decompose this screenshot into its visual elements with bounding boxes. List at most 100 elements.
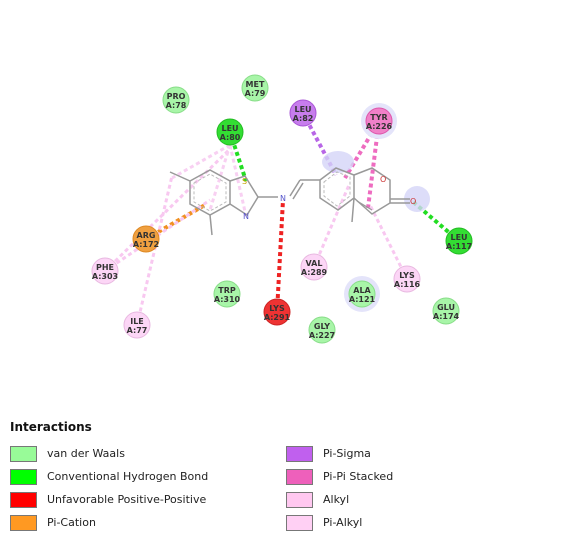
- imine-bond-2: [289, 179, 301, 197]
- sulfur-atom-label: S: [242, 177, 247, 186]
- methyl-bond-top: [169, 171, 191, 182]
- residue-number-met79: A:79: [245, 89, 266, 98]
- legend-item-pipi: Pi-Pi Stacked: [286, 465, 393, 488]
- residue-circle-met79: [241, 74, 269, 102]
- alkyl-interaction-line-3: [228, 144, 248, 217]
- legend-swatch-pialkyl: [286, 514, 313, 531]
- legend-item-pication: Pi-Cation: [10, 511, 208, 534]
- residue-number-ala121: A:121: [349, 295, 376, 304]
- oxygen-atom-label-1: O: [380, 175, 386, 184]
- nitrogen-atom-label-2: N: [280, 194, 286, 203]
- residue-number-leu80: A:80: [220, 133, 241, 142]
- legend-column-right: Pi-Sigma Pi-Pi Stacked Alkyl Pi-Alkyl: [286, 442, 393, 534]
- imine-bond-3: [292, 182, 304, 200]
- residue-name-phe303: PHE: [96, 263, 114, 272]
- legend-label-pipi: Pi-Pi Stacked: [323, 470, 394, 483]
- legend-item-pisigma: Pi-Sigma: [286, 442, 393, 465]
- interaction-lines: [103, 112, 461, 326]
- methyl-bond-right: [351, 197, 355, 223]
- residue-name-leu117: LEU: [450, 233, 467, 242]
- alkyl-interaction-line-2: [208, 144, 232, 211]
- residue-circle-lys291: [263, 298, 291, 326]
- legend-swatch-pisigma: [286, 445, 313, 462]
- legend-label-unfav: Unfavorable Positive-Positive: [47, 493, 207, 506]
- methyl-bond-bottom: [209, 214, 213, 236]
- residue-name-gly227: GLY: [314, 322, 330, 331]
- residue-name-ile77: ILE: [130, 317, 144, 326]
- residue-circle-tyr226: [365, 107, 393, 135]
- residue-number-phe303: A:303: [92, 272, 118, 281]
- residue-number-glu174: A:174: [433, 312, 460, 321]
- residue-name-leu80: LEU: [221, 124, 238, 133]
- residue-number-ile77: A:77: [127, 326, 148, 335]
- residue-circle-leu80: [216, 118, 244, 146]
- residue-number-lys291: A:291: [264, 313, 291, 322]
- residue-number-leu117: A:117: [446, 242, 472, 251]
- oxygen-atom-label-2: O: [410, 197, 416, 206]
- benzene-ring-right-inner: [323, 171, 351, 207]
- legend-label-hbond: Conventional Hydrogen Bond: [47, 470, 209, 483]
- phe303-interaction-line-2: [103, 146, 233, 273]
- pyranone-ring: [353, 167, 391, 215]
- residue-number-gly227: A:227: [309, 331, 335, 340]
- residue-name-pro78: PRO: [167, 92, 186, 101]
- legend-item-alkyl: Alkyl: [286, 488, 393, 511]
- residue-name-val289: VAL: [306, 259, 323, 268]
- residue-number-pro78: A:78: [166, 101, 187, 110]
- residue-circle-leu82: [289, 99, 317, 127]
- residue-circle-ile77: [123, 311, 151, 339]
- residue-circle-glu174: [432, 297, 460, 325]
- residue-number-leu82: A:82: [293, 114, 314, 123]
- legend-swatch-unfav: [10, 491, 37, 508]
- residue-circle-val289: [300, 253, 328, 281]
- ligand-molecule: S N N O O: [169, 151, 430, 236]
- residue-circle-trp310: [213, 280, 241, 308]
- legend-title: Interactions: [10, 420, 92, 434]
- val289-interaction-line: [312, 184, 351, 268]
- residue-name-tyr226: TYR: [370, 113, 387, 122]
- pi-cloud-1: [322, 151, 354, 173]
- lys291-interaction-line: [275, 199, 285, 313]
- legend-label-pication: Pi-Cation: [47, 516, 96, 529]
- nitrogen-atom-label-1: N: [243, 212, 249, 221]
- residue-number-trp310: A:310: [214, 295, 241, 304]
- residue-name-ala121: ALA: [353, 286, 371, 295]
- legend-label-pisigma: Pi-Sigma: [323, 447, 371, 460]
- residue-name-leu82: LEU: [294, 105, 311, 114]
- residue-circle-pro78: [162, 86, 190, 114]
- legend-label-vdw: van der Waals: [47, 447, 125, 460]
- residue-number-lys116: A:116: [394, 280, 421, 289]
- legend-label-pialkyl: Pi-Alkyl: [323, 516, 363, 529]
- residue-circle-gly227: [308, 316, 336, 344]
- legend-item-pialkyl: Pi-Alkyl: [286, 511, 393, 534]
- residue-name-lys291: LYS: [269, 304, 285, 313]
- legend-column-left: van der Waals Conventional Hydrogen Bond…: [10, 442, 208, 534]
- legend-label-alkyl: Alkyl: [323, 493, 350, 506]
- benzene-ring-left-inner: [193, 173, 227, 212]
- pyranone-double-bond: [356, 200, 373, 211]
- ile77-interaction-line: [135, 175, 174, 326]
- legend-swatch-alkyl: [286, 491, 313, 508]
- residue-name-met79: MET: [246, 80, 265, 89]
- residue-circle-leu117: [445, 227, 473, 255]
- legend-item-vdw: van der Waals: [10, 442, 208, 465]
- legend-swatch-pipi: [286, 468, 313, 485]
- residue-circle-arg172: [132, 225, 160, 253]
- residue-number-arg172: A:172: [133, 240, 159, 249]
- residue-number-val289: A:289: [301, 268, 328, 277]
